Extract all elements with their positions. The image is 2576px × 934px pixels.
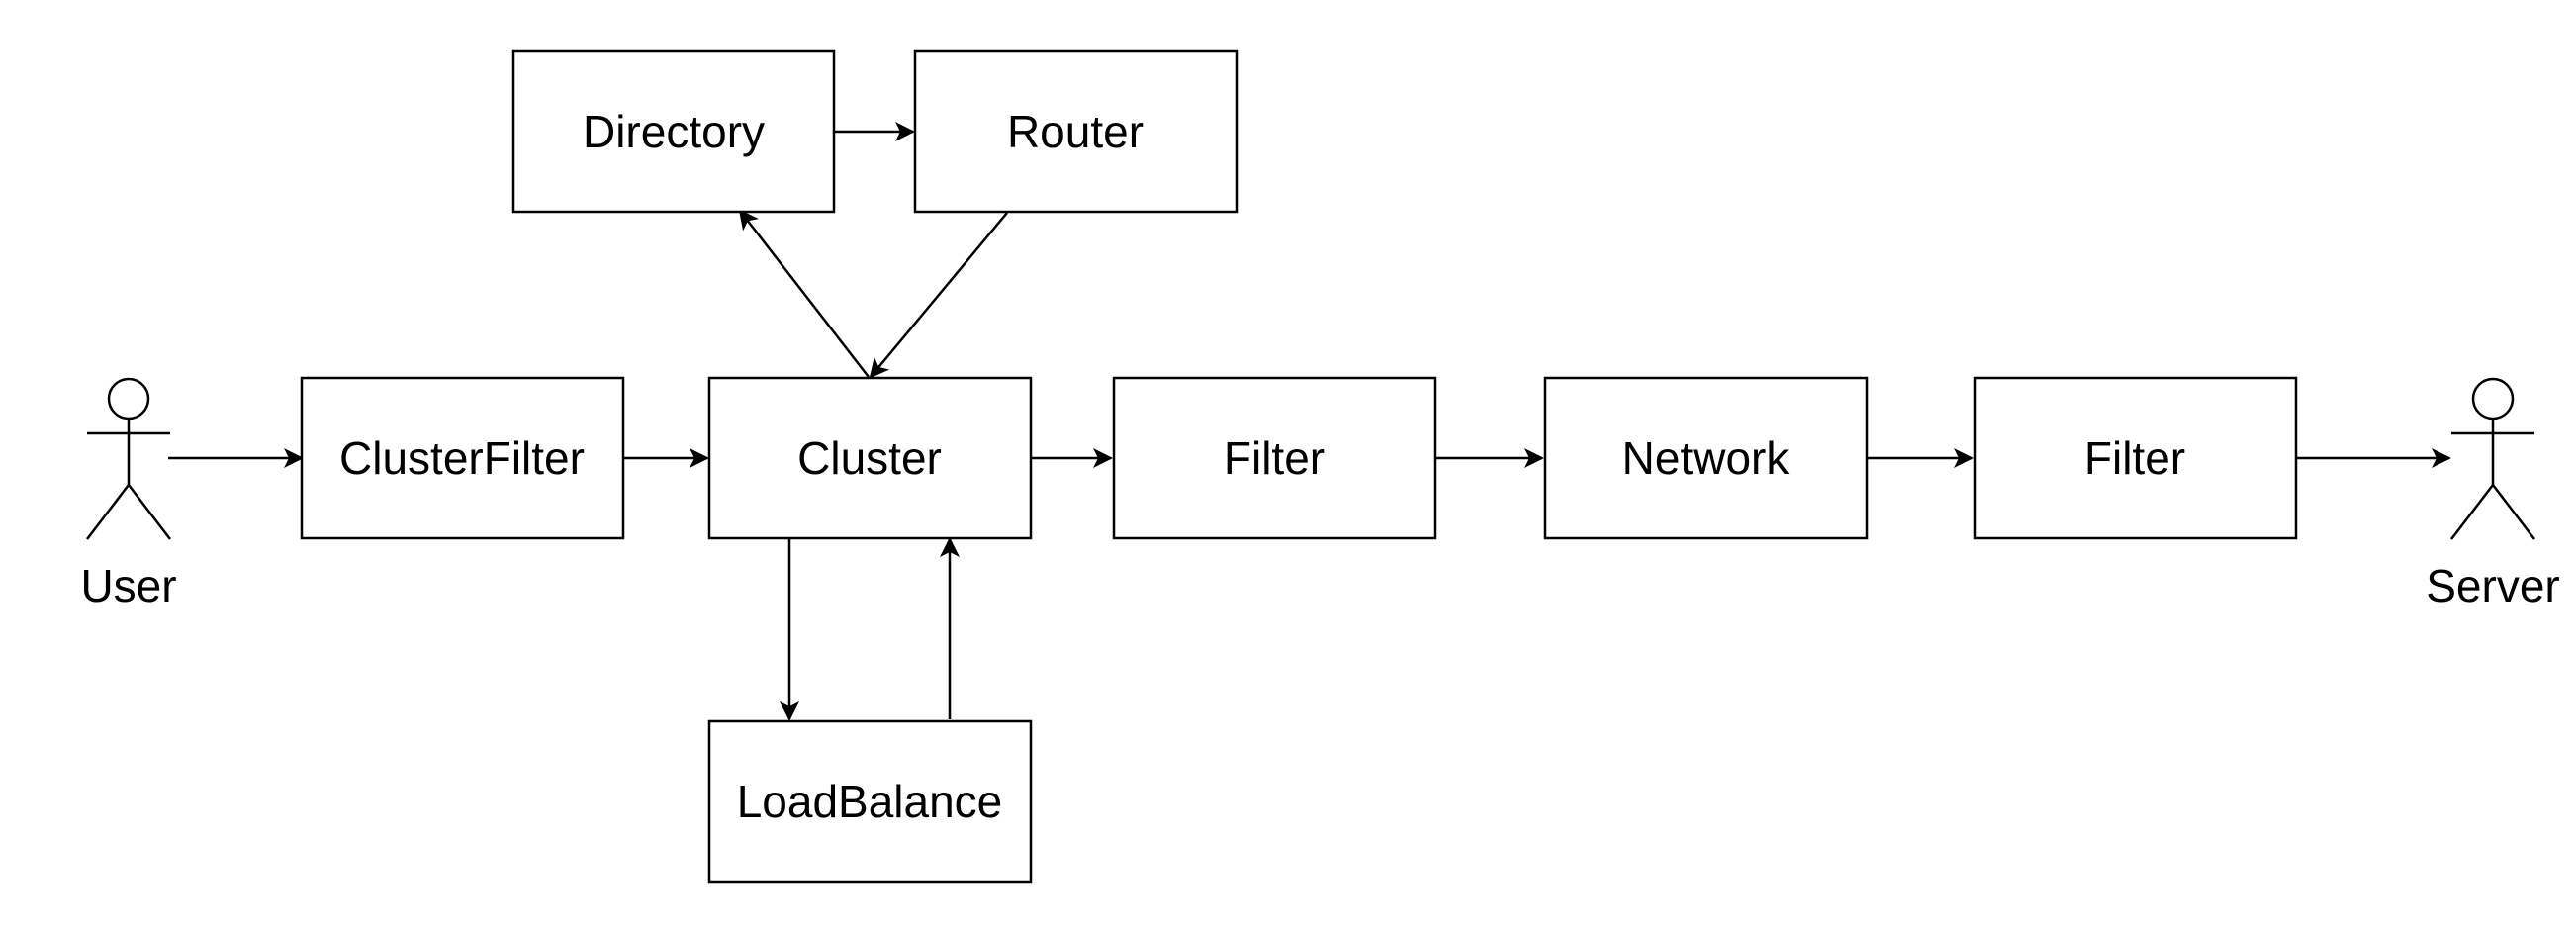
edge-cluster-to-directory	[738, 209, 870, 378]
edge-router-to-cluster	[869, 212, 1008, 379]
node-filter-2-label: Filter	[2084, 432, 2185, 484]
node-router-label: Router	[1007, 106, 1144, 157]
node-network-label: Network	[1622, 432, 1791, 484]
node-directory: Directory	[511, 49, 836, 214]
node-clusterfilter: ClusterFilter	[300, 376, 625, 540]
node-router: Router	[913, 49, 1239, 214]
node-network: Network	[1543, 376, 1869, 540]
stick-figure-icon	[86, 377, 171, 540]
node-cluster: Cluster	[707, 376, 1033, 540]
node-filter-1-label: Filter	[1224, 432, 1325, 484]
node-filter-1: Filter	[1112, 376, 1437, 540]
actor-server-label: Server	[2426, 560, 2559, 611]
node-loadbalance-label: LoadBalance	[737, 776, 1003, 827]
node-directory-label: Directory	[583, 106, 765, 157]
stick-figure-icon	[2450, 377, 2535, 540]
node-cluster-label: Cluster	[797, 432, 942, 484]
node-loadbalance: LoadBalance	[707, 719, 1033, 884]
actor-user: User	[80, 377, 177, 611]
actor-server: Server	[2426, 377, 2560, 611]
node-clusterfilter-label: ClusterFilter	[339, 432, 585, 484]
edges	[168, 122, 2451, 721]
actor-user-label: User	[80, 560, 176, 611]
node-filter-2: Filter	[1973, 376, 2298, 540]
